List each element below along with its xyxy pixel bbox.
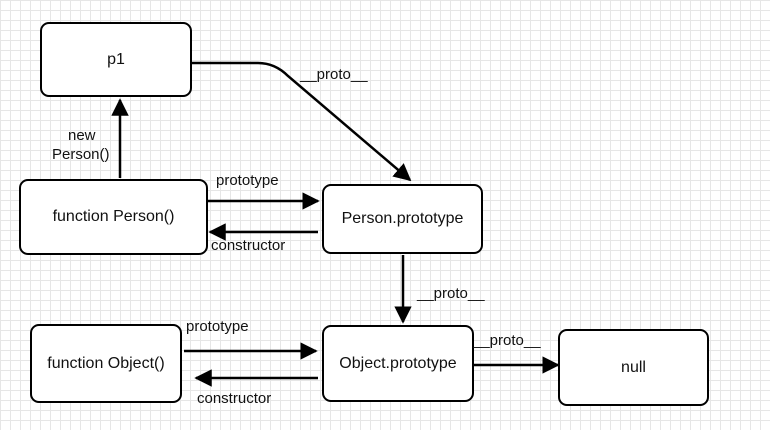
label-proto-person: __proto__ xyxy=(417,285,485,302)
label-prototype-object: prototype xyxy=(186,318,249,335)
label-proto-p1: __proto__ xyxy=(300,66,368,83)
label-proto-object: __proto__ xyxy=(473,332,541,349)
label-constructor-person: constructor xyxy=(211,237,286,254)
node-function-person: function Person() xyxy=(19,179,208,255)
label-new-person: Person() xyxy=(52,146,110,163)
node-object-prototype: Object.prototype xyxy=(322,325,474,402)
node-p1: p1 xyxy=(40,22,192,97)
edge-p1-proto xyxy=(192,61,412,182)
label-prototype-person: prototype xyxy=(216,172,279,189)
node-null: null xyxy=(558,329,709,406)
node-person-prototype: Person.prototype xyxy=(322,184,483,254)
label-constructor-object: constructor xyxy=(197,390,272,407)
label-new: new xyxy=(68,127,96,144)
node-function-object: function Object() xyxy=(30,324,182,403)
